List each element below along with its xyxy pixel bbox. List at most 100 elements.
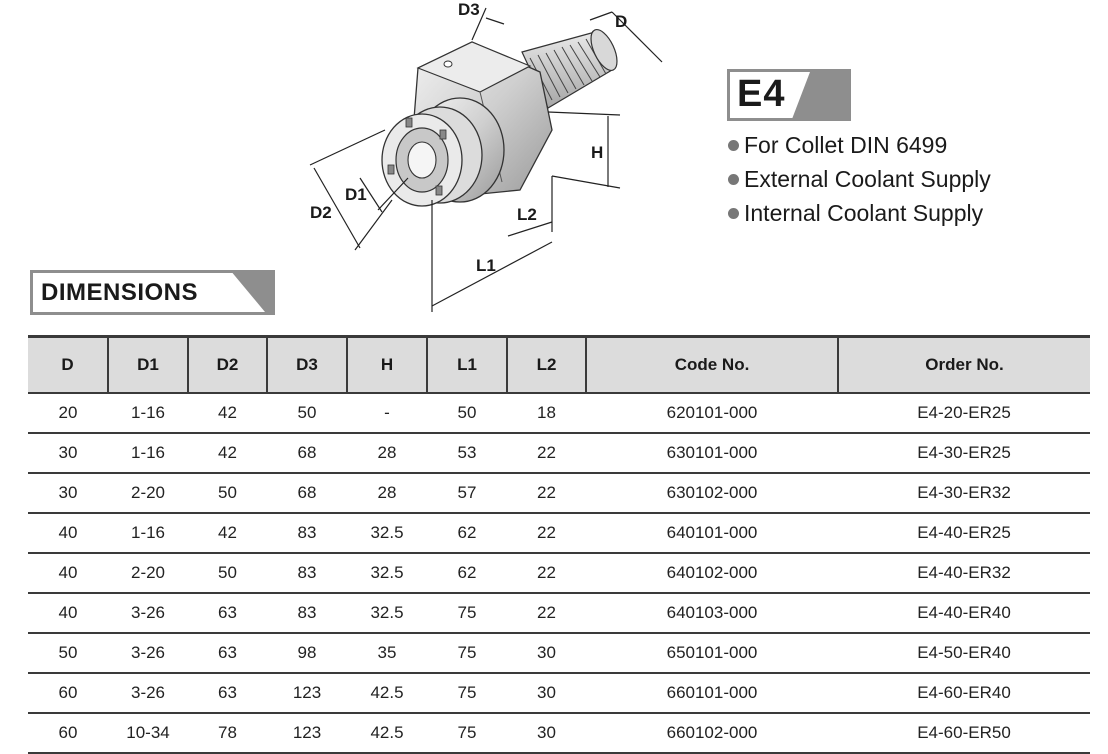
table-cell: 50 bbox=[188, 473, 267, 514]
bullet-icon bbox=[728, 207, 739, 219]
feature-item: For Collet DIN 6499 bbox=[728, 128, 991, 162]
table-cell: 30 bbox=[28, 473, 108, 514]
col-header: D2 bbox=[187, 335, 267, 394]
table-cell: 32.5 bbox=[347, 513, 427, 554]
dim-label-d1: D1 bbox=[345, 185, 367, 204]
table-cell: E4-60-ER40 bbox=[838, 673, 1090, 714]
col-header: L1 bbox=[426, 335, 507, 394]
feature-text: External Coolant Supply bbox=[744, 166, 991, 192]
table-cell: 10-34 bbox=[108, 713, 188, 754]
table-cell: 2-20 bbox=[108, 473, 188, 514]
feature-item: Internal Coolant Supply bbox=[728, 196, 991, 230]
table-cell: 30 bbox=[507, 633, 586, 674]
tool-holder-drawing: D3 D H D1 D2 L2 L1 bbox=[309, 0, 663, 312]
table-cell: E4-20-ER25 bbox=[838, 393, 1090, 434]
table-cell: 640102-000 bbox=[586, 553, 838, 594]
table-cell: 50 bbox=[188, 553, 267, 594]
feature-list: For Collet DIN 6499 External Coolant Sup… bbox=[728, 128, 991, 230]
dim-label-l2: L2 bbox=[517, 205, 537, 224]
table-cell: 42 bbox=[188, 433, 267, 474]
table-cell: 30 bbox=[507, 713, 586, 754]
table-cell: 50 bbox=[267, 393, 347, 434]
table-cell: 30 bbox=[507, 673, 586, 714]
table-cell: 40 bbox=[28, 593, 108, 634]
table-cell: E4-30-ER25 bbox=[838, 433, 1090, 474]
table-cell: 28 bbox=[347, 473, 427, 514]
col-header: D bbox=[28, 335, 108, 394]
table-cell: 640103-000 bbox=[586, 593, 838, 634]
table-cell: E4-30-ER32 bbox=[838, 473, 1090, 514]
table-cell: 22 bbox=[507, 513, 586, 554]
table-cell: 22 bbox=[507, 473, 586, 514]
table-cell: 42 bbox=[188, 513, 267, 554]
table-cell: 62 bbox=[427, 553, 507, 594]
col-header: Order No. bbox=[837, 335, 1090, 394]
table-cell: 68 bbox=[267, 433, 347, 474]
table-cell: 630102-000 bbox=[586, 473, 838, 514]
table-cell: 50 bbox=[427, 393, 507, 434]
dim-label-d3: D3 bbox=[458, 0, 480, 19]
table-cell: 83 bbox=[267, 593, 347, 634]
table-cell: 60 bbox=[28, 673, 108, 714]
table-cell: 1-16 bbox=[108, 393, 188, 434]
table-cell: 32.5 bbox=[347, 593, 427, 634]
col-header: Code No. bbox=[585, 335, 838, 394]
collet-nut bbox=[381, 97, 505, 207]
table-cell: 62 bbox=[427, 513, 507, 554]
table-cell: E4-40-ER32 bbox=[838, 553, 1090, 594]
dim-label-d: D bbox=[615, 12, 627, 31]
table-cell: E4-40-ER25 bbox=[838, 513, 1090, 554]
table-cell: 1-16 bbox=[108, 513, 188, 554]
dim-label-d2: D2 bbox=[310, 203, 332, 222]
table-cell: 22 bbox=[507, 433, 586, 474]
col-header: L2 bbox=[506, 335, 586, 394]
table-cell: 75 bbox=[427, 713, 507, 754]
table-cell: E4-60-ER50 bbox=[838, 713, 1090, 754]
section-title: DIMENSIONS bbox=[41, 279, 199, 306]
col-header: D1 bbox=[107, 335, 188, 394]
table-cell: 660102-000 bbox=[586, 713, 838, 754]
table-cell: 75 bbox=[427, 633, 507, 674]
table-cell: 78 bbox=[188, 713, 267, 754]
dimension-lines bbox=[309, 7, 663, 312]
product-title-badge: E4 bbox=[727, 69, 851, 121]
table-cell: 98 bbox=[267, 633, 347, 674]
bullet-icon bbox=[728, 139, 739, 151]
dimensions-table: D D1 D2 D3 H L1 L2 Code No. Order No. 20… bbox=[28, 335, 1090, 754]
table-cell: 75 bbox=[427, 593, 507, 634]
table-cell: 640101-000 bbox=[586, 513, 838, 554]
table-cell: 40 bbox=[28, 553, 108, 594]
table-cell: 3-26 bbox=[108, 593, 188, 634]
table-cell: 42.5 bbox=[347, 713, 427, 754]
table-cell: 1-16 bbox=[108, 433, 188, 474]
table-cell: 35 bbox=[347, 633, 427, 674]
feature-item: External Coolant Supply bbox=[728, 162, 991, 196]
table-cell: 20 bbox=[28, 393, 108, 434]
table-cell: 18 bbox=[507, 393, 586, 434]
table-cell: 28 bbox=[347, 433, 427, 474]
table-cell: 42.5 bbox=[347, 673, 427, 714]
table-cell: 660101-000 bbox=[586, 673, 838, 714]
table-header-row: D D1 D2 D3 H L1 L2 Code No. Order No. bbox=[28, 335, 1090, 394]
table-cell: 650101-000 bbox=[586, 633, 838, 674]
table-cell: 53 bbox=[427, 433, 507, 474]
col-header: D3 bbox=[266, 335, 347, 394]
table-cell: 40 bbox=[28, 513, 108, 554]
table-cell: 2-20 bbox=[108, 553, 188, 594]
table-cell: 3-26 bbox=[108, 673, 188, 714]
table-cell: 57 bbox=[427, 473, 507, 514]
table-cell: 620101-000 bbox=[586, 393, 838, 434]
table-cell: 630101-000 bbox=[586, 433, 838, 474]
dim-label-h: H bbox=[591, 143, 603, 162]
table-cell: 75 bbox=[427, 673, 507, 714]
table-cell: E4-50-ER40 bbox=[838, 633, 1090, 674]
table-cell: 22 bbox=[507, 553, 586, 594]
table-cell: 63 bbox=[188, 633, 267, 674]
